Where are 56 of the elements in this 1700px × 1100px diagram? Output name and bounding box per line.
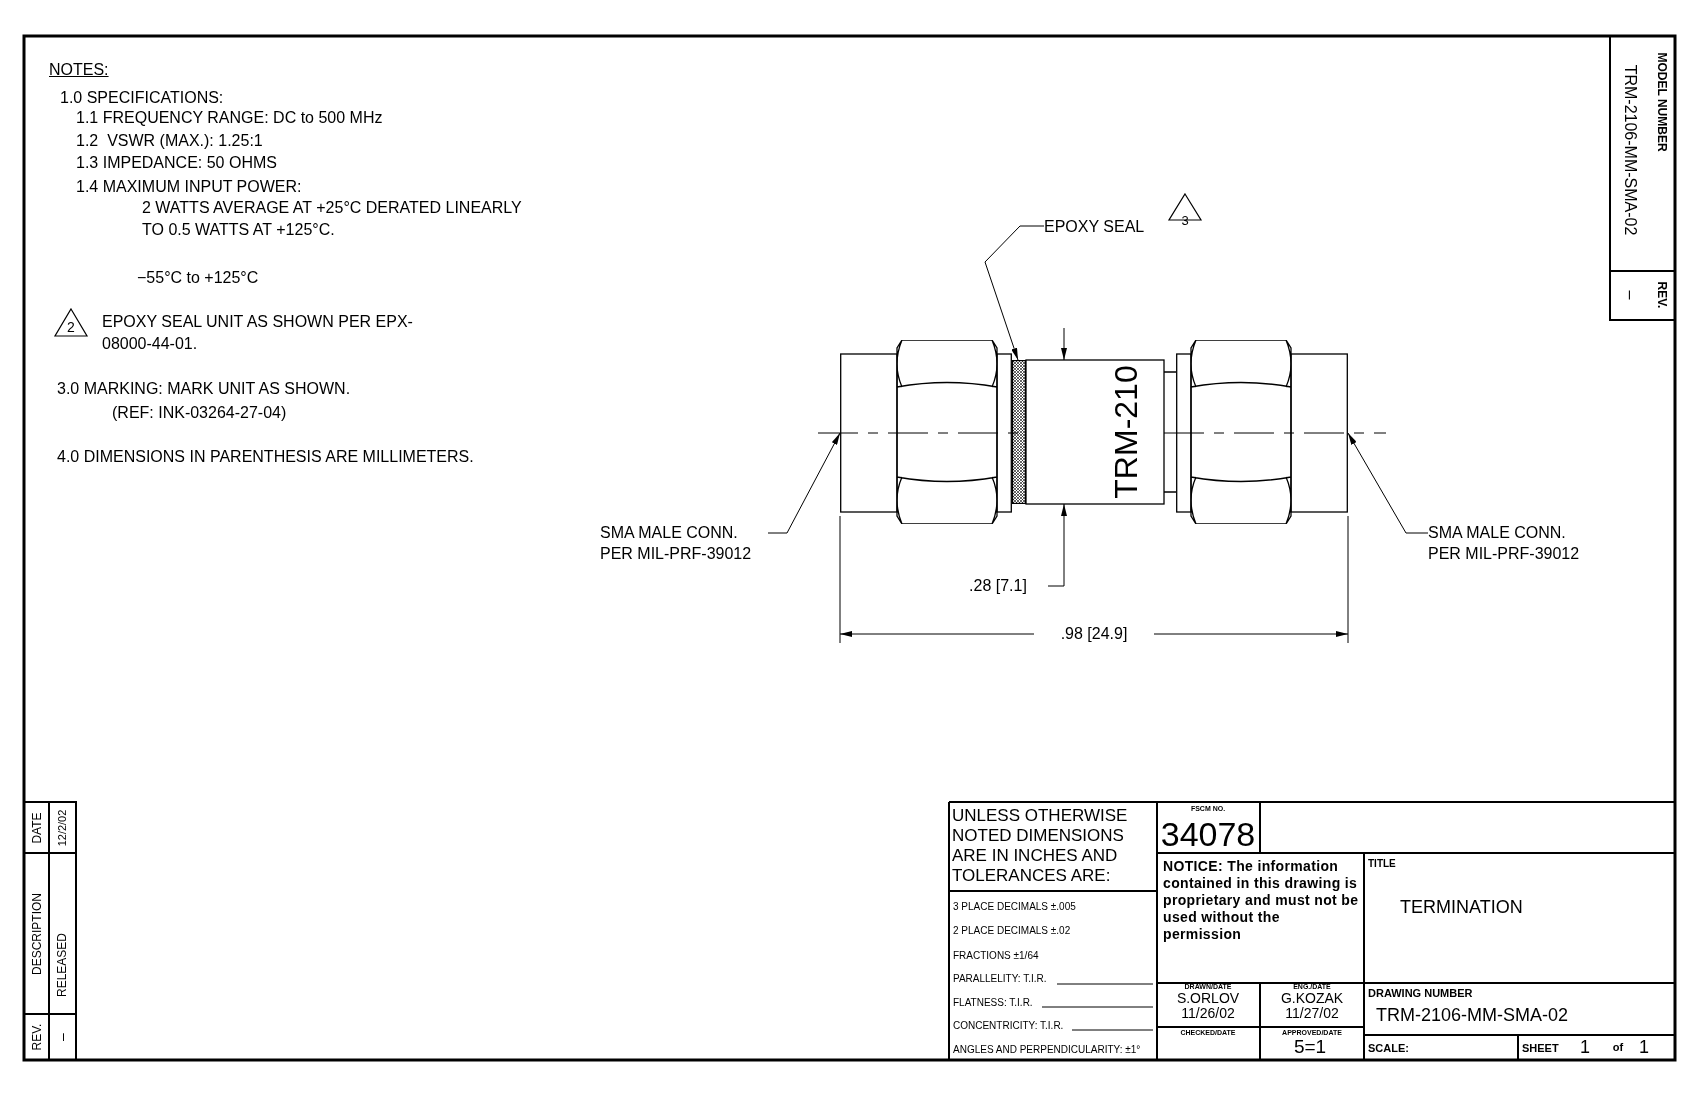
note-text: 1.4 MAXIMUM INPUT POWER: [76, 177, 302, 197]
field-label: of [1612, 1039, 1624, 1055]
fscm-number: 34078 [1160, 817, 1256, 851]
note-text: 4.0 DIMENSIONS IN PARENTHESIS ARE MILLIMETERS. [57, 447, 474, 467]
note-number: 3 [1181, 212, 1189, 230]
drawing-number: TRM-2106-MM-SMA-02 [1376, 1004, 1569, 1027]
tolerance-heading: UNLESS OTHERWISE NOTED DIMENSIONS ARE IN INCHES AND TOLERANCES ARE: [952, 806, 1129, 886]
name-value: S.ORLOV [1176, 991, 1240, 1005]
note-number: 2 [67, 317, 75, 337]
sheet-value: 1 [1639, 1035, 1649, 1059]
tolerance-text: FLATNESS: T.I.R. [953, 996, 1033, 1010]
description-value: RELEASED [54, 933, 70, 997]
date-value: 11/26/02 [1181, 1006, 1235, 1020]
note-text: −55°C to +125°C [137, 268, 259, 288]
tolerance-text: 3 PLACE DECIMALS ±.005 [953, 900, 1076, 914]
field-label: SHEET [1522, 1041, 1559, 1056]
callout-label: EPOXY SEAL [1044, 217, 1146, 237]
tolerance-text: FRACTIONS ±1/64 [953, 949, 1039, 963]
note-text: 1.2 VSWR (MAX.): 1.25:1 [76, 131, 263, 151]
field-label: DRAWING NUMBER [1368, 986, 1473, 1001]
leader-line [984, 225, 1045, 361]
tolerance-text: 2 PLACE DECIMALS ±.02 [953, 924, 1071, 938]
description-header: DESCRIPTION [29, 893, 45, 975]
name-value: G.KOZAK [1280, 991, 1344, 1005]
note-text: 1.1 FREQUENCY RANGE: DC to 500 MHz [76, 108, 383, 128]
notice-text: NOTICE: The information contained in this drawing is proprietary and must not be used without the permission [1163, 858, 1360, 943]
dimension-text: .98 [24.9] [1060, 624, 1128, 644]
note-text: 1.3 IMPEDANCE: 50 OHMS [76, 153, 277, 173]
note-text: EPOXY SEAL UNIT AS SHOWN PER EPX-08000-44-01. [102, 312, 414, 354]
date-value: 12/2/02 [54, 809, 69, 847]
part-marking: TRM-210 [1107, 365, 1145, 499]
tolerance-text: PARALLELITY: T.I.R. [953, 972, 1047, 986]
tolerance-text: CONCENTRICITY: T.I.R. [953, 1019, 1064, 1033]
rev-value: – [52, 1033, 71, 1041]
note-text: 2 WATTS AVERAGE AT +25°C DERATED LINEARLY TO 0.5 WATTS AT +125°C. [142, 198, 523, 240]
rev-header: REV. [29, 1023, 45, 1051]
note-text: (REF: INK-03264-27-04) [112, 403, 287, 423]
note-text: 3.0 MARKING: MARK UNIT AS SHOWN. [57, 379, 351, 399]
date-header: DATE [29, 812, 45, 844]
dimension-text: .28 [7.1] [969, 576, 1027, 596]
callout-label: SMA MALE CONN. PER MIL-PRF-39012 [1428, 523, 1581, 564]
model-number: TRM-2106-MM-SMA-02 [1621, 64, 1640, 236]
title-value: TERMINATION [1400, 896, 1523, 919]
field-label: TITLE [1368, 857, 1396, 871]
tolerance-text: ANGLES AND PERPENDICULARITY: ±1° [953, 1043, 1141, 1057]
rev-header: REV. [1654, 281, 1670, 309]
field-label: SCALE: [1368, 1041, 1409, 1056]
model-number-header: MODEL NUMBER [1654, 52, 1670, 152]
leader-line [767, 432, 841, 534]
leader-line [1347, 432, 1429, 534]
callout-label: SMA MALE CONN. PER MIL-PRF-39012 [600, 523, 753, 564]
rev-value: – [1621, 290, 1640, 300]
notes-heading: NOTES: [49, 60, 109, 80]
note-text: 1.0 SPECIFICATIONS: [60, 88, 224, 108]
sheet-value: 1 [1580, 1035, 1590, 1059]
date-value: 11/27/02 [1285, 1006, 1339, 1020]
